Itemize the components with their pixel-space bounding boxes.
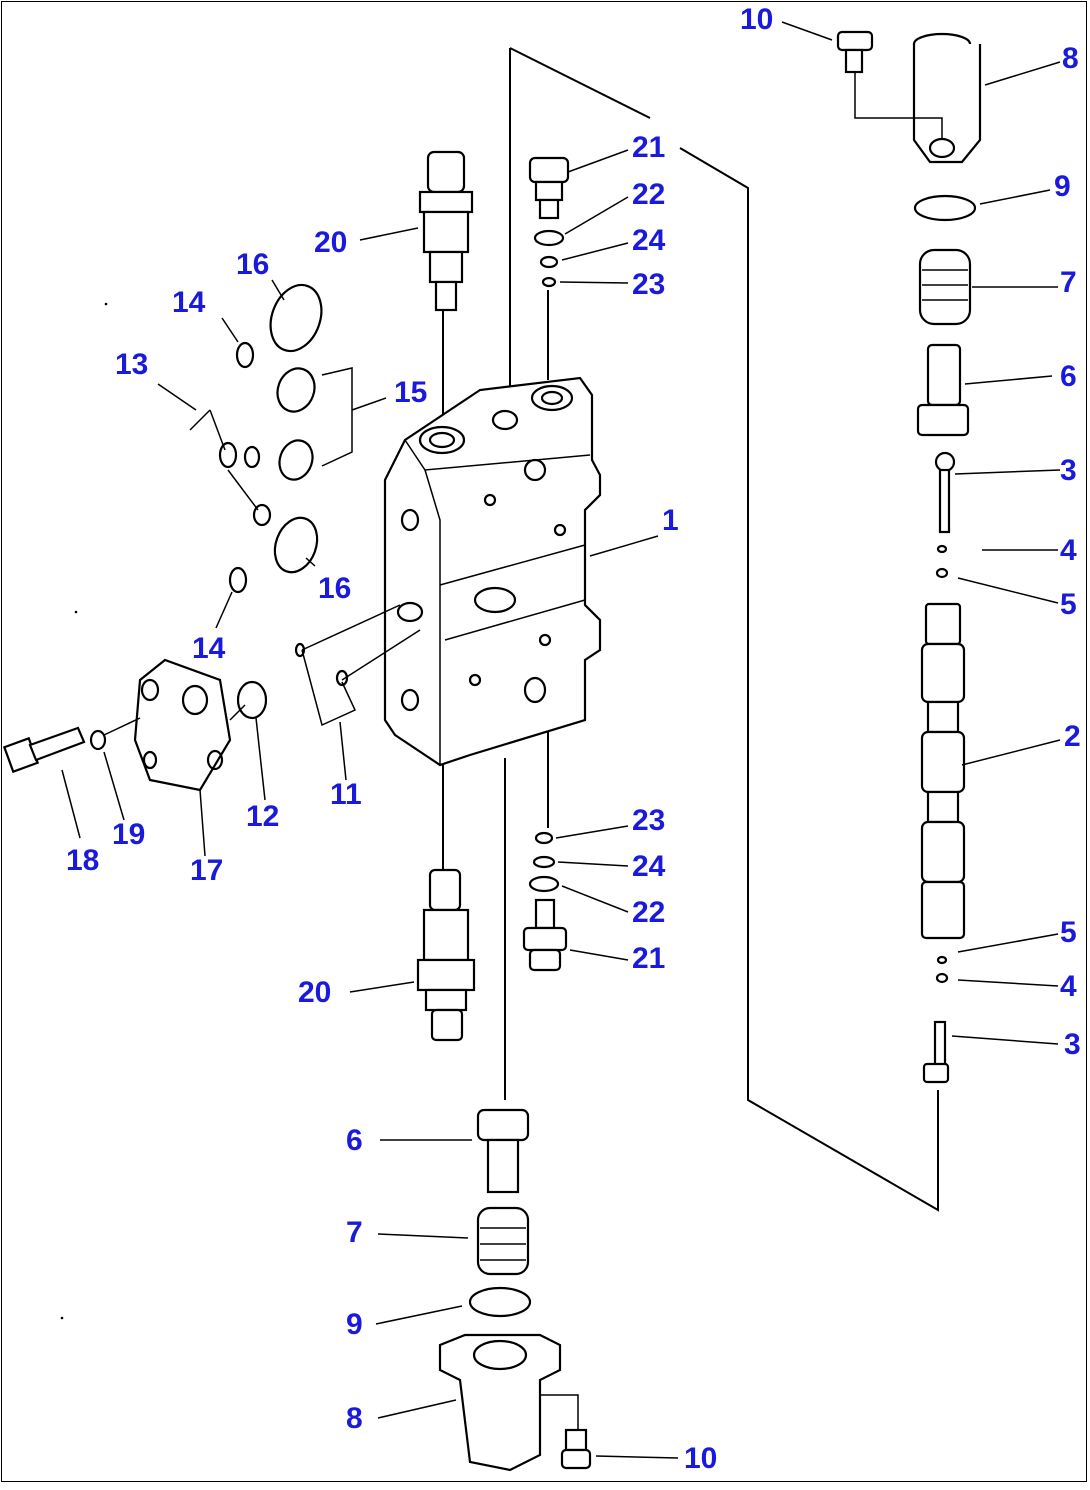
- callout-7-bottom: 7: [346, 1216, 363, 1249]
- callout-4-top: 4: [1060, 534, 1077, 567]
- callout-21-top: 21: [632, 131, 666, 164]
- callout-18: 18: [66, 844, 100, 877]
- callout-1: 1: [662, 504, 679, 537]
- assembly-bracket-lines: [442, 47, 939, 1212]
- callout-19: 19: [112, 818, 146, 851]
- callout-4-bottom: 4: [1060, 970, 1077, 1003]
- callout-8-bottom: 8: [346, 1402, 363, 1435]
- callout-6-bottom: 6: [346, 1124, 363, 1157]
- spool-assembly-right: [836, 30, 982, 1084]
- callout-3-bottom: 3: [1064, 1028, 1081, 1061]
- callout-3-top: 3: [1060, 454, 1077, 487]
- callout-12: 12: [246, 800, 280, 833]
- o-rings-left: [218, 283, 349, 720]
- relief-valve-top: [418, 150, 474, 312]
- relief-valve-bottom: [416, 868, 476, 1042]
- callout-24-bottom: 24: [632, 850, 666, 883]
- callout-2: 2: [1064, 720, 1081, 753]
- callout-14-bottom: 14: [192, 632, 226, 665]
- callout-10-top: 10: [740, 3, 774, 36]
- plug-set-bottom: [522, 831, 568, 972]
- callout-leaders: [61, 21, 1061, 1459]
- callout-24-top: 24: [632, 224, 666, 257]
- item11-leaders: [189, 409, 421, 727]
- callout-16-bottom: 16: [318, 572, 352, 605]
- callout-23-bottom: 23: [632, 804, 666, 837]
- stray-dots: [60, 302, 108, 1320]
- flange-block: [133, 658, 246, 792]
- callout-5-bottom: 5: [1060, 916, 1077, 949]
- callout-22-top: 22: [632, 178, 666, 211]
- bolt-and-washer: [2, 717, 141, 774]
- callout-16-top: 16: [236, 248, 270, 281]
- callout-10-bottom: 10: [684, 1442, 718, 1475]
- callout-23-top: 23: [632, 268, 666, 301]
- valve-body: [383, 376, 602, 767]
- callout-21-bottom: 21: [632, 942, 666, 975]
- callout-9-bottom: 9: [346, 1308, 363, 1341]
- callout-8-top: 8: [1062, 42, 1079, 75]
- callout-20-bottom: 20: [298, 976, 332, 1009]
- callout-9-top: 9: [1054, 170, 1071, 203]
- callout-13: 13: [115, 348, 149, 381]
- callout-7-top: 7: [1060, 266, 1077, 299]
- callout-15: 15: [394, 376, 428, 409]
- callout-20-top: 20: [314, 226, 348, 259]
- callout-22-bottom: 22: [632, 896, 666, 929]
- callout-17: 17: [190, 854, 224, 887]
- callout-5-top: 5: [1060, 588, 1077, 621]
- spring-cap-assembly-bottom: [438, 1108, 592, 1472]
- callout-6-top: 6: [1060, 360, 1077, 393]
- plug-set-top: [528, 156, 570, 288]
- callout-11: 11: [330, 778, 362, 811]
- callout-14-top: 14: [172, 286, 206, 319]
